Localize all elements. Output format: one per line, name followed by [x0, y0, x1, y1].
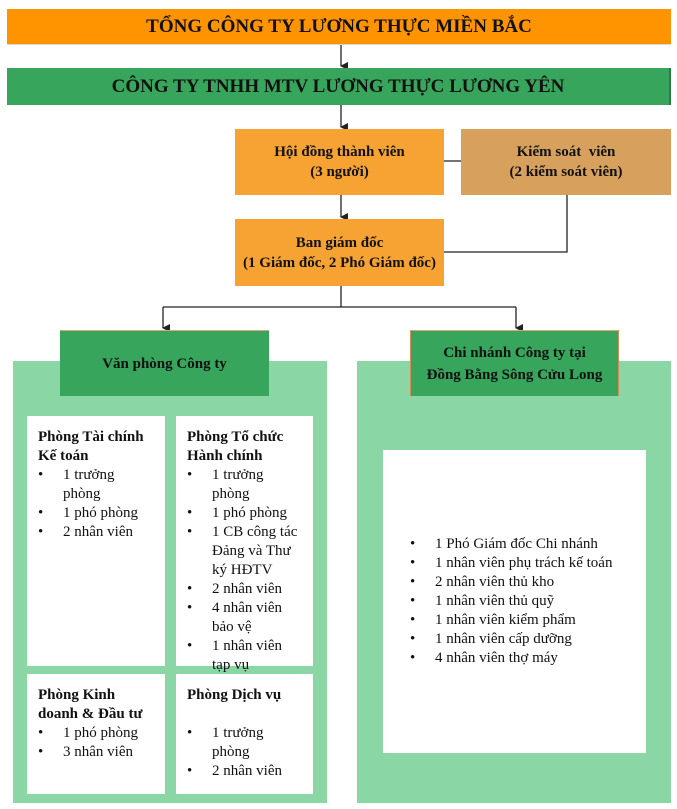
head-office-header: Văn phòng Công ty [60, 330, 269, 396]
staff-item: 1 nhân viên cấp dưỡng [410, 630, 638, 649]
staff-list: 1 trưởng phòng 2 nhân viên [187, 724, 303, 781]
staff-item: 1 phó phòng [187, 504, 303, 523]
department-title: Phòng Dịch vụ [187, 687, 282, 703]
staff-item: 2 nhân viên thủ kho [410, 573, 638, 592]
staff-item: 1 trưởng phòng [38, 466, 155, 504]
staff-list: 1 trưởng phòng 1 phó phòng 2 nhân viên [38, 466, 155, 542]
company-box: CÔNG TY TNHH MTV LƯƠNG THỰC LƯƠNG YÊN [7, 68, 671, 105]
management-detail: (1 Giám đốc, 2 Phó Giám đốc) [243, 254, 436, 271]
branch-label: Chi nhánh Công ty tại Đồng Bằng Sông Cửu… [426, 344, 603, 383]
staff-item: 1 phó phòng [38, 724, 155, 743]
board-detail: (3 người) [310, 164, 369, 180]
staff-item: 1 trưởng phòng [187, 466, 303, 504]
staff-list: 1 Phó Giám đốc Chi nhánh 1 nhân viên phụ… [410, 535, 638, 668]
staff-item: 1 nhân viên phụ trách kế toán [410, 554, 638, 573]
staff-item: 1 nhân viên tạp vụ [187, 637, 303, 675]
supervisor-box: Kiểm soát viên (2 kiểm soát viên) [461, 129, 671, 195]
board-of-members-box: Hội đồng thành viên (3 người) [235, 129, 444, 195]
company-label: CÔNG TY TNHH MTV LƯƠNG THỰC LƯƠNG YÊN [111, 75, 565, 97]
parent-corporation-box: TỔNG CÔNG TY LƯƠNG THỰC MIỀN BẮC [7, 9, 671, 45]
management-title: Ban giám đốc [295, 234, 384, 251]
department-title: Phòng Tài chính Kế toán [38, 429, 144, 464]
management-box: Ban giám đốc (1 Giám đốc, 2 Phó Giám đốc… [235, 219, 444, 286]
supervisor-detail: (2 kiểm soát viên) [509, 164, 623, 180]
staff-item: 1 trưởng phòng [187, 724, 303, 762]
connector-supervisor-to-management [444, 195, 568, 253]
board-title: Hội đồng thành viên [274, 144, 405, 160]
staff-item: 1 CB công tác Đảng và Thư ký HĐTV [187, 523, 303, 580]
department-card: Phòng Tổ chức Hành chính 1 trưởng phòng … [176, 416, 313, 673]
department-card: Phòng Dịch vụ 1 trưởng phòng 2 nhân viên [176, 674, 313, 794]
supervisor-title: Kiểm soát viên [516, 144, 616, 160]
staff-item: 3 nhân viên [38, 743, 155, 762]
staff-item: 4 nhân viên bảo vệ [187, 599, 303, 637]
staff-list: 1 phó phòng 3 nhân viên [38, 724, 155, 762]
head-office-label: Văn phòng Công ty [102, 355, 227, 372]
staff-item: 1 nhân viên kiểm phẩm [410, 611, 638, 630]
staff-item: 2 nhân viên [187, 580, 303, 599]
staff-item: 2 nhân viên [38, 523, 155, 542]
staff-item: 1 nhân viên thủ quỹ [410, 592, 638, 611]
staff-item: 1 phó phòng [38, 504, 155, 523]
branch-staff-card: 1 Phó Giám đốc Chi nhánh 1 nhân viên phụ… [383, 450, 646, 753]
staff-item: 4 nhân viên thợ máy [410, 649, 638, 668]
department-card: Phòng Kinh doanh & Đầu tư 1 phó phòng 3 … [27, 674, 165, 794]
staff-item: 1 Phó Giám đốc Chi nhánh [410, 535, 638, 554]
staff-item: 2 nhân viên [187, 762, 303, 781]
department-title: Phòng Tổ chức Hành chính [187, 429, 284, 464]
department-card: Phòng Tài chính Kế toán 1 trưởng phòng 1… [27, 416, 165, 666]
staff-list: 1 trưởng phòng 1 phó phòng 1 CB công tác… [187, 466, 303, 675]
parent-corporation-label: TỔNG CÔNG TY LƯƠNG THỰC MIỀN BẮC [146, 15, 532, 37]
department-title: Phòng Kinh doanh & Đầu tư [38, 687, 143, 722]
branch-header: Chi nhánh Công ty tại Đồng Bằng Sông Cửu… [410, 330, 619, 396]
